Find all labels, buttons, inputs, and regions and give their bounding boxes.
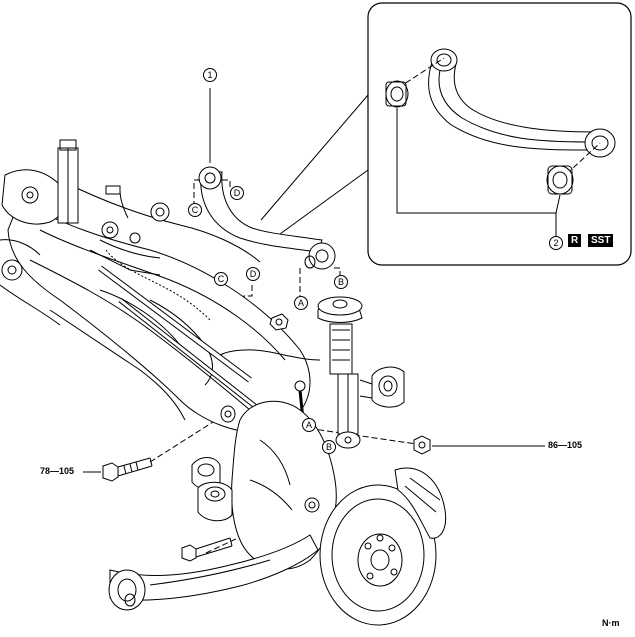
inset-upper-arm (397, 48, 616, 181)
ref-letter-d-upper: D (230, 186, 244, 200)
sst-badge: SST (588, 234, 614, 247)
torque-right-nut: 86—105 (548, 440, 583, 450)
left-bolt (102, 457, 153, 482)
torque-unit: N·m (602, 618, 620, 628)
ref-letter-a-upper: A (294, 296, 308, 310)
upper-nut (269, 313, 289, 331)
subframe (0, 179, 311, 433)
torque-left-bolt: 78—105 (40, 466, 75, 476)
right-bushing-mount (359, 366, 405, 408)
ref-letter-d-lower: D (246, 267, 260, 281)
lower-arm (108, 534, 319, 611)
callout-part-1: 1 (203, 68, 217, 82)
inset-bushing-right (546, 165, 574, 195)
rear-lateral-link (98, 265, 262, 412)
inset-frame (367, 2, 632, 266)
inset-bushing-left (385, 80, 409, 108)
lower-bolt (181, 537, 233, 562)
washer (220, 405, 236, 423)
brake-caliper (394, 467, 447, 539)
callout-part-2: 2 (549, 236, 563, 250)
ref-letter-b-lower: B (322, 440, 336, 454)
left-knuckle (0, 169, 66, 281)
brake-disc (319, 484, 437, 626)
left-shock (57, 139, 79, 224)
shock-absorber (317, 296, 363, 449)
left-mounts (89, 185, 170, 276)
subframe-bushings (191, 457, 233, 522)
rear-knuckle (231, 400, 337, 570)
ref-letter-c-upper: C (188, 203, 202, 217)
right-nut (413, 435, 431, 455)
replace-badge: R (568, 234, 582, 247)
ref-letter-c-lower: C (214, 272, 228, 286)
ref-letter-b-upper: B (334, 275, 348, 289)
upper-arm (198, 166, 336, 270)
ref-letter-a-lower: A (302, 418, 316, 432)
